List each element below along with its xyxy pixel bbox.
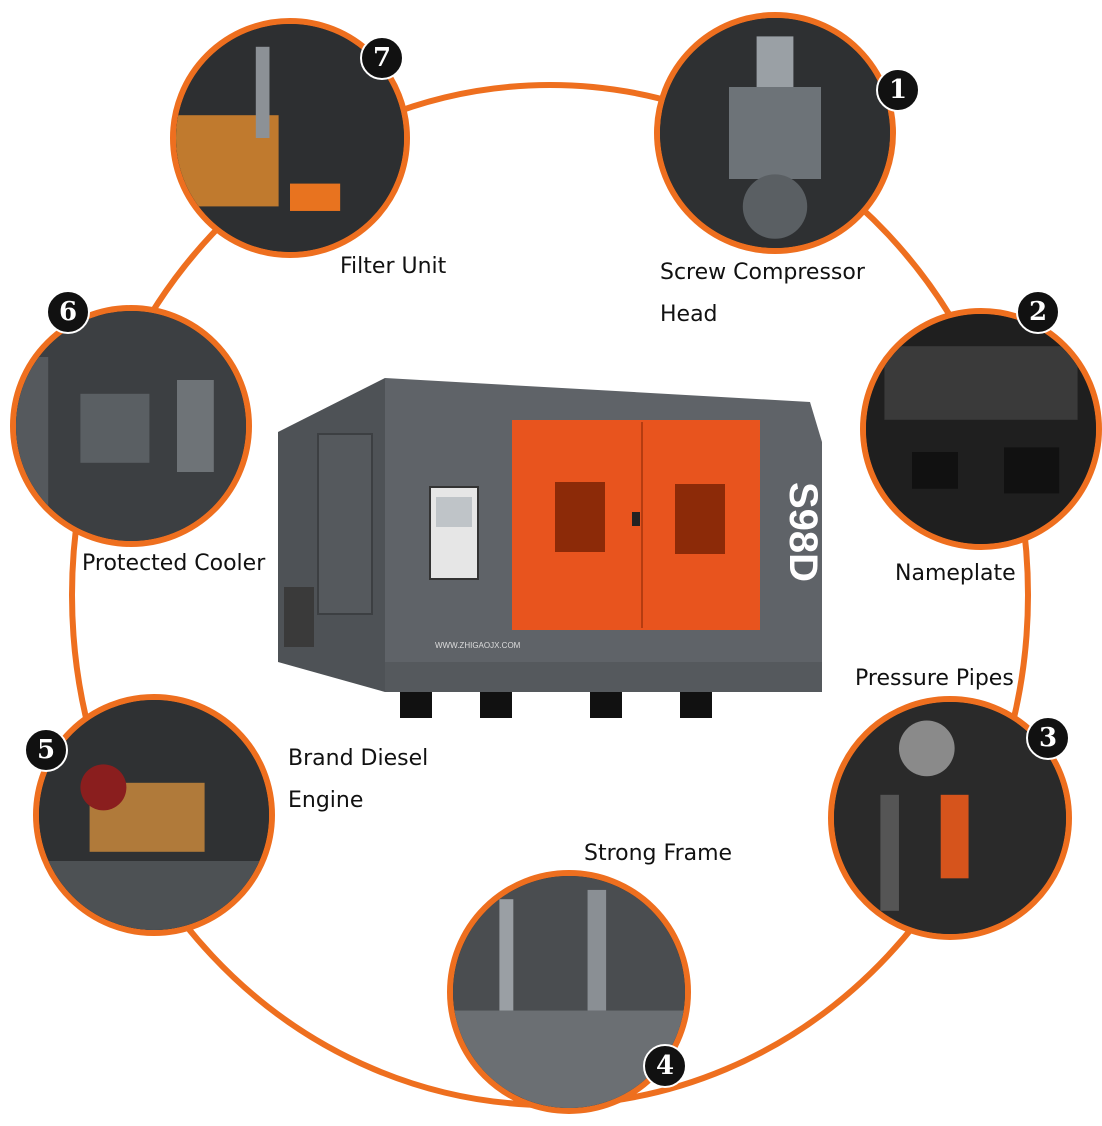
feature-number-badge-5: 5 (24, 728, 68, 772)
feature-number-badge-7: 7 (360, 36, 404, 80)
detail-photo-screw-compressor-head (654, 12, 896, 254)
feature-label-brand-diesel-engine: Brand Diesel Engine (288, 746, 429, 813)
feature-label-nameplate: Nameplate (895, 561, 1016, 586)
feature-number-badge-3: 3 (1026, 716, 1070, 760)
feature-label-screw-compressor-head: Screw Compressor Head (660, 260, 865, 327)
feature-number-badge-6: 6 (46, 290, 90, 334)
detail-photo-nameplate (860, 308, 1102, 550)
feature-label-filter-unit: Filter Unit (340, 254, 447, 279)
detail-photo-protected-cooler (10, 305, 252, 547)
feature-number-badge-1: 1 (876, 68, 920, 112)
feature-label-pressure-pipes: Pressure Pipes (855, 666, 1014, 691)
machine-website-text: WWW.ZHIGAOJX.COM (435, 641, 521, 650)
feature-number-badge-2: 2 (1016, 290, 1060, 334)
feature-number-badge-4: 4 (643, 1044, 687, 1088)
machine-model-text: S98D (781, 482, 825, 582)
feature-label-protected-cooler: Protected Cooler (82, 551, 266, 576)
detail-photo-diesel-engine (33, 694, 275, 936)
feature-label-strong-frame: Strong Frame (584, 841, 733, 866)
air-compressor-machine: S98D WWW.ZHIGAOJX.COM (278, 378, 825, 718)
